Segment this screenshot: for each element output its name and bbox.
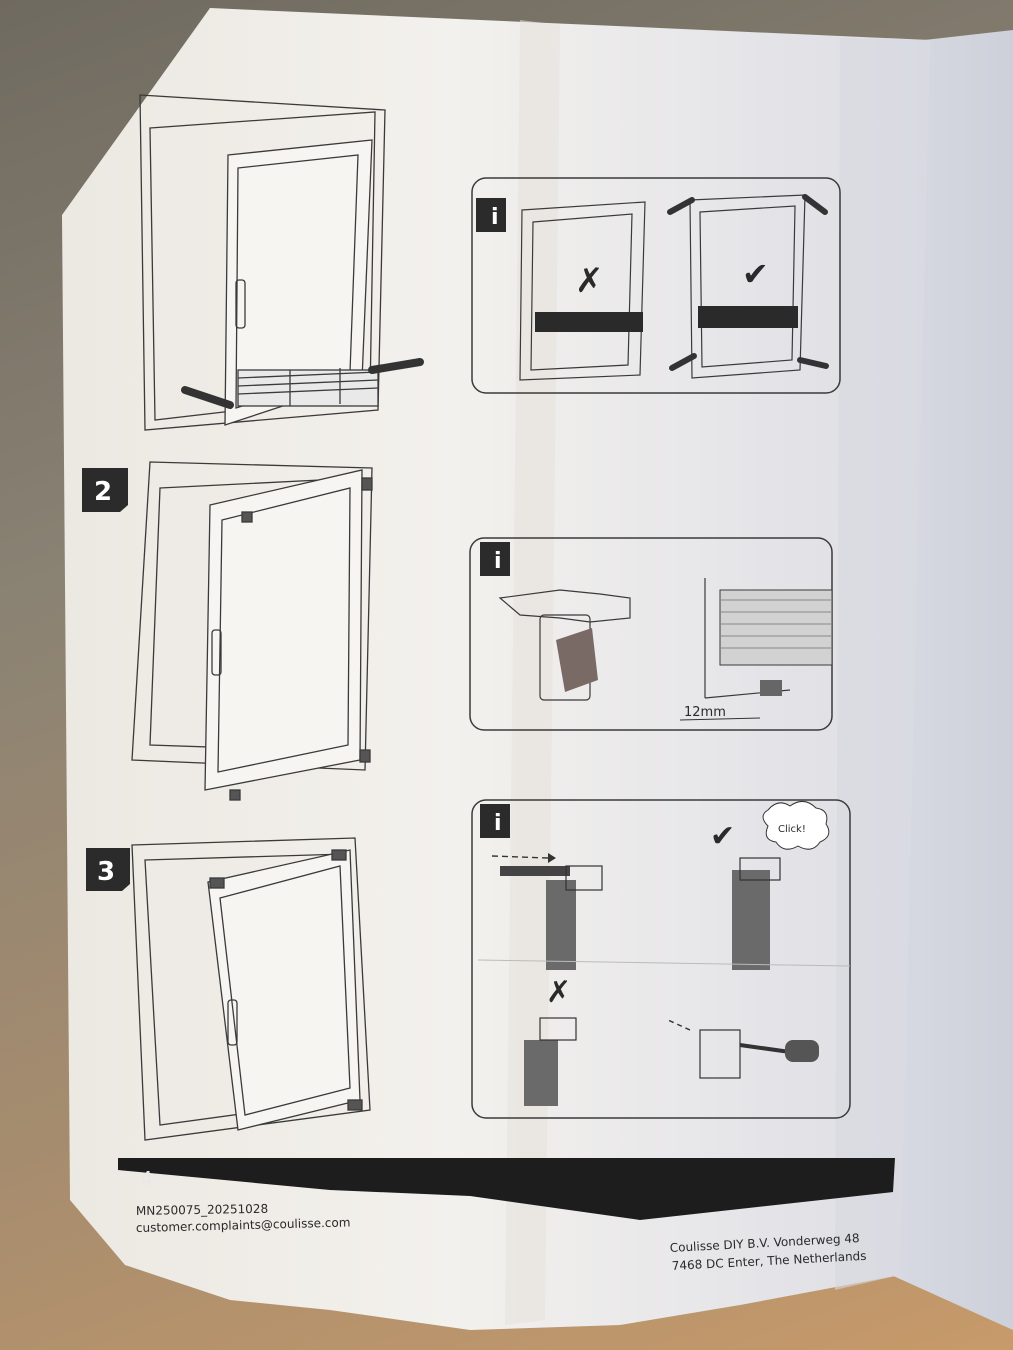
doc-code: MN250075_20251028 xyxy=(136,1202,268,1218)
page-number: 4 xyxy=(140,1167,153,1191)
pleated-blind xyxy=(719,589,833,696)
svg-text:3: 3 xyxy=(97,857,115,887)
wrong-mark: ✗ xyxy=(546,975,571,1010)
info-badge-label-3: i xyxy=(494,811,502,836)
fold-shadow xyxy=(505,20,560,1325)
click-label: Click! xyxy=(778,824,806,835)
wrong-mark: ✗ xyxy=(575,261,604,301)
measure-label: 12mm xyxy=(684,705,726,720)
footer-band xyxy=(118,1158,895,1220)
info-badge xyxy=(476,198,506,232)
right-mark: ✔ xyxy=(742,255,769,293)
svg-text:i: i xyxy=(491,205,499,230)
blind-strip-right xyxy=(698,306,798,328)
info-badge-label-1: i xyxy=(491,205,499,230)
step-2-illustration xyxy=(131,461,373,801)
screwdriver-icon xyxy=(739,1043,791,1054)
installer-bar-right xyxy=(368,358,424,374)
info-badge xyxy=(480,542,510,576)
info-panel-3 xyxy=(471,799,851,1119)
click-bubble xyxy=(762,801,830,850)
step-2-badge: 2 xyxy=(82,468,128,512)
info-panel-2 xyxy=(469,537,833,731)
right-mark: ✔ xyxy=(710,819,735,854)
step-1-illustration xyxy=(139,94,386,431)
support-email: customer.complaints@coulisse.com xyxy=(136,1215,351,1235)
step-3-badge: 3 xyxy=(86,848,130,891)
step-3-illustration xyxy=(131,837,371,1141)
info-panel-1 xyxy=(471,177,841,394)
measure-line xyxy=(679,717,761,721)
info-badge xyxy=(480,804,510,838)
svg-text:2: 2 xyxy=(94,477,112,507)
fold-shadow-right xyxy=(835,38,930,1290)
info-badge-label-2: i xyxy=(494,549,502,574)
installer-bar-left xyxy=(181,386,234,409)
adhesive-pad xyxy=(556,628,598,692)
blind-strip-wrong xyxy=(535,312,643,332)
